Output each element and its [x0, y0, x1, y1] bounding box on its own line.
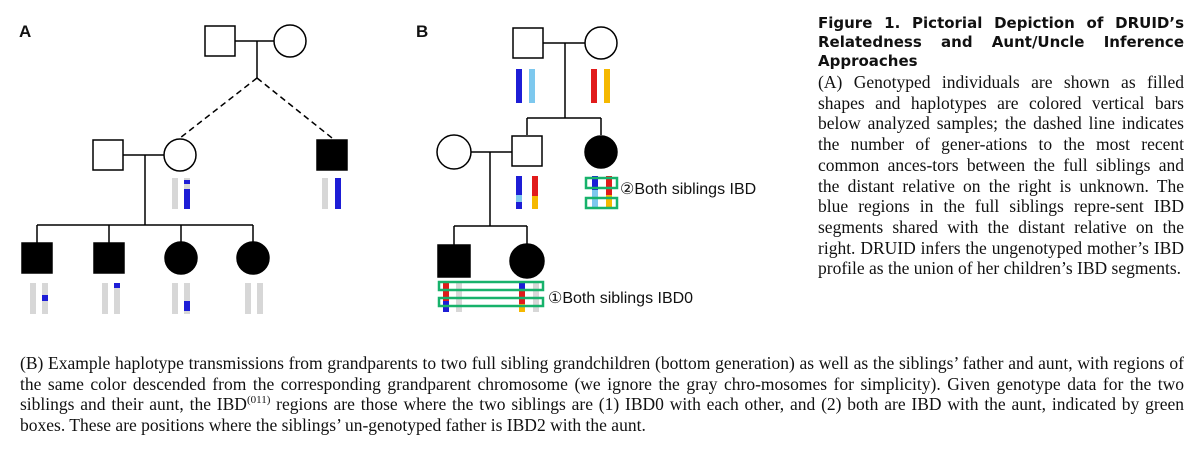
- caption-b-text-2: regions are those where the two siblings…: [20, 394, 1184, 436]
- note-both-siblings-ibd0: ①Both siblings IBD0: [548, 290, 694, 307]
- b-father: [511, 135, 543, 167]
- b-aunt: [584, 135, 618, 169]
- a-distant-relative: [316, 139, 348, 171]
- green-ibd-boxes: [437, 176, 619, 308]
- panel-a-haplotypes: [30, 178, 341, 314]
- a-mother: [163, 138, 197, 172]
- ibd0-box-lower: [437, 296, 545, 308]
- panel-b-label: B: [416, 22, 429, 41]
- caption-b-superscript: (011): [246, 394, 271, 407]
- b-grandmother: [584, 26, 618, 60]
- a-daughter-1: [164, 241, 198, 275]
- note-both-siblings-ibd: ②Both siblings IBD: [620, 181, 757, 198]
- b-mother: [436, 134, 472, 170]
- panel-a-pedigree: [21, 24, 348, 275]
- a-son-2: [93, 242, 125, 274]
- a-grandfather: [204, 25, 236, 57]
- a-father: [92, 139, 124, 171]
- b-sibling-daughter: [509, 243, 545, 279]
- a-grandmother: [273, 24, 307, 58]
- panel-a-label: A: [19, 22, 32, 41]
- ibd-box-lower: [584, 196, 619, 210]
- figure-caption-title: Figure 1. Pictorial Depiction of DRUID’s…: [818, 14, 1184, 70]
- figure-caption-panel-a: (A) Genotyped individuals are shown as f…: [818, 72, 1184, 279]
- ibd-box-upper: [584, 176, 619, 190]
- b-sibling-son: [437, 244, 471, 278]
- panel-b-haplotypes: [443, 69, 612, 312]
- caption-b-text-1: (B) Example haplotype transmissions from…: [20, 353, 1184, 415]
- a-son-1: [21, 242, 53, 274]
- a-daughter-2: [236, 241, 270, 275]
- panel-b-pedigree: [436, 26, 618, 279]
- ibd0-box-upper: [437, 280, 545, 292]
- b-grandfather: [512, 27, 544, 59]
- figure-caption-panel-b: (B) Example haplotype transmissions from…: [20, 353, 1184, 436]
